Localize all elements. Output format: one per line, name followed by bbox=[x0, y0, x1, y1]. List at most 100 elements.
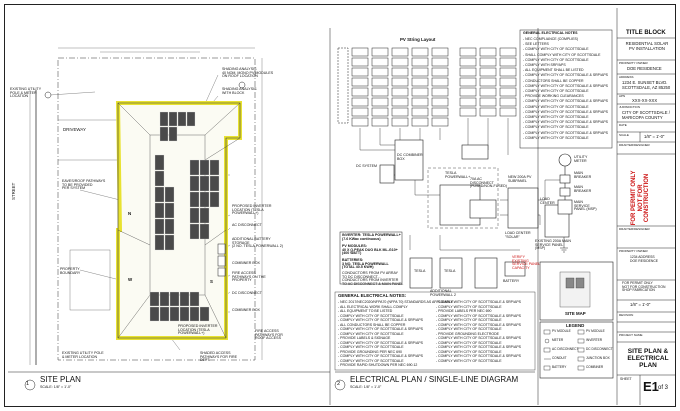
note-line: - COMPLY WITH CITY OF SCOTTSDALE & SRP/A… bbox=[436, 322, 521, 327]
apn-value: XXX-XX-XXX bbox=[632, 98, 658, 103]
main-breaker-label: MAIN BREAKER bbox=[574, 171, 592, 179]
legend-item: INVERTER bbox=[586, 338, 603, 342]
note-line: - PROVIDE RAPID SHUTDOWN PER NEC 690.12 bbox=[338, 363, 418, 367]
shading-analysis-label: SHADING ANALYSIS 40 NOM. MONO PV MODULES… bbox=[222, 67, 274, 79]
date-label: DATE bbox=[619, 123, 627, 127]
pv-string-grid bbox=[337, 47, 517, 127]
note-line: - COMPLY WITH CITY OF SCOTTSDALE & SRP/A… bbox=[338, 327, 423, 331]
site-plan-number: 1 bbox=[26, 381, 30, 387]
general-notes-top-title: GENERAL ELECTRICAL NOTES bbox=[523, 31, 578, 35]
jurisdiction-label: JURISDICTION bbox=[619, 105, 640, 109]
tesla-powerwall-label: TESLA POWERWALL+ bbox=[445, 171, 471, 179]
drafter-label: DRAFTER/DESIGNER bbox=[619, 143, 650, 147]
owner-label: PROPERTY OWNER bbox=[619, 61, 648, 65]
roof-n-label: N bbox=[128, 211, 132, 216]
legend-frame bbox=[539, 321, 614, 379]
owner-label-2: PROPERTY OWNER bbox=[619, 249, 648, 253]
site-plan-title: SITE PLAN bbox=[40, 375, 81, 384]
note-line: - COMPLY WITH CITY OF SCOTTSDALE bbox=[338, 345, 404, 349]
note-line: - COMPLY WITH CITY OF SCOTTSDALE & SRP/A… bbox=[338, 354, 423, 358]
pv-string-layout-title: PV String Layout bbox=[400, 37, 436, 42]
note-line: - COMPLY WITH SRP/APS bbox=[523, 63, 566, 67]
site-plan-scale: SCALE: 1/8" = 1'-0" bbox=[40, 385, 72, 389]
legend-item: PV MODULE bbox=[552, 329, 571, 333]
proposed-inverter-label: PROPOSED INVERTER LOCATION (TESLA POWERW… bbox=[232, 204, 272, 216]
sheet-frame bbox=[4, 4, 676, 407]
shaded-access-label: SHADED ACCESS PATHWAYS FOR FIRE DEPT. bbox=[200, 351, 238, 363]
north-arrow-icon bbox=[24, 379, 36, 391]
pv-modules-spec: PV MODULES: 40 X Q.PEAK DUO BLK ML-G10+ … bbox=[342, 244, 398, 256]
note-line: - COMPLY WITH CITY OF SCOTTSDALE & SRP/A… bbox=[436, 300, 521, 304]
note-line: - COMPLY WITH CITY OF SCOTTSDALE & SRP/A… bbox=[338, 318, 423, 322]
drafter-label-2: DRAFTER/DESIGNER bbox=[619, 227, 650, 231]
permit-stamp: FOR PERMIT ONLY NOT FOR CONSTRUCTION bbox=[631, 170, 651, 226]
existing-meter-label: EXISTING UTILITY POLE & METER LOCATION bbox=[62, 351, 104, 359]
pv-module-array bbox=[149, 111, 220, 322]
title-block-heading: TITLE BLOCK bbox=[626, 30, 666, 36]
inverter-spec: INVERTER: TESLA POWERWALL+ (7.6 KWac con… bbox=[342, 233, 401, 241]
combiner-box-2-label: COMBINER BOX bbox=[232, 308, 260, 312]
legend-title: LEGEND bbox=[566, 323, 585, 328]
note-line: - COMPLY WITH CITY OF SCOTTSDALE bbox=[338, 313, 404, 318]
note-line: - COMPLY WITH CITY OF SCOTTSDALE bbox=[436, 358, 502, 363]
legend-item: METER bbox=[552, 338, 564, 342]
additional-battery-label: ADDITIONAL BATTERY STORAGE (2 NO. TESLA … bbox=[232, 237, 283, 249]
existing-utility-label: EXISTING UTILITY POLE & METER LOCATION bbox=[10, 87, 42, 99]
note-line: - ALL EQUIPMENT TO BE LISTED bbox=[338, 309, 393, 313]
subpanel-symbol bbox=[507, 187, 539, 229]
battery-label: BATTERY bbox=[503, 279, 520, 283]
revision-label: REVISION bbox=[619, 313, 634, 317]
note-line: - COMPLY WITH CITY OF SCOTTSDALE & SRP/A… bbox=[523, 83, 608, 88]
note-line: - ALL EQUIPMENT SHALL BE LISTED bbox=[523, 68, 584, 73]
meter-diagram bbox=[557, 153, 573, 215]
note-line: - COMPLY WITH CITY OF SCOTTSDALE & SRP/A… bbox=[523, 120, 608, 125]
new-subpanel-label: NEW 200A PV SUBPANEL bbox=[508, 175, 532, 183]
ac-disconnect-symbol bbox=[469, 199, 497, 219]
note-line: - COMPLY WITH CITY OF SCOTTSDALE & SRP/A… bbox=[523, 130, 608, 135]
ac-disconnect-sld-label: 70A AC DISCONNECT (FUSED/NON-FUSED) bbox=[470, 177, 507, 189]
owner-value-2: 1234 ADDRESS DOE RESIDENCE bbox=[630, 255, 659, 263]
sheet-number: E1 bbox=[643, 379, 659, 394]
utility-meter-label: UTILITY METER bbox=[574, 155, 588, 163]
roof-s-label: S bbox=[210, 279, 213, 284]
note-line: - SHALL COMPLY WITH CITY OF SCOTTSDALE bbox=[523, 52, 601, 57]
note-line: - PROVIDE WORKING CLEARANCES bbox=[523, 94, 584, 99]
note-line: - COMPLY WITH CITY OF SCOTTSDALE & SRP/A… bbox=[436, 345, 521, 349]
note-line: - COMPLY WITH CITY OF SCOTTSDALE & SRP/A… bbox=[523, 99, 608, 104]
note-line: - COMPLY WITH CITY OF SCOTTSDALE bbox=[523, 115, 589, 119]
legend-item: PV MODULE bbox=[586, 329, 605, 333]
address-label: ADDRESS bbox=[619, 75, 634, 79]
combiner-box-label: COMBINER BOX bbox=[232, 261, 260, 265]
conductor-notes: CONDUCTORS FROM PV ARRAY TO DC DISCONNEC… bbox=[342, 271, 404, 286]
note-line: - PROVIDE LABELS & SIGNAGE bbox=[338, 336, 391, 340]
note-line: - COMPLY WITH CITY OF SCOTTSDALE bbox=[338, 358, 404, 363]
note-line: - COMPLY WITH CITY OF SCOTTSDALE & SRP/A… bbox=[523, 73, 608, 78]
legend-item: JUNCTION BOX bbox=[586, 356, 610, 360]
tesla-label-1: TESLA bbox=[414, 269, 426, 273]
note-line: - NEC 2017/NEC2020/NFPA70 (NFPA 70) STAN… bbox=[338, 300, 454, 304]
permit-note: FOR PERMIT ONLY NOT FOR CONSTRUCTION SHO… bbox=[622, 281, 666, 293]
note-line: - ALL ELECTRICAL WORK SHALL COMPLY bbox=[338, 304, 408, 309]
sheet-label: SHEET bbox=[620, 377, 632, 381]
tesla-label-2: TESLA bbox=[444, 269, 456, 273]
note-line: - COMPLY WITH CITY OF SCOTTSDALE & SRP/A… bbox=[436, 313, 521, 318]
sheet-title: SITE PLAN & ELECTRICAL PLAN bbox=[627, 348, 669, 370]
north-arrow-icon-2 bbox=[334, 379, 346, 391]
general-notes-title: GENERAL ELECTRICAL NOTES: bbox=[338, 293, 407, 298]
main-service-label: MAIN SERVICE PANEL (MSP) bbox=[574, 200, 597, 212]
roof-w-label: W bbox=[128, 277, 133, 282]
dc-system-label: DC SYSTEM bbox=[356, 164, 377, 168]
verify-note-label: VERIFY EXISTING SERVICE PANEL CAPACITY bbox=[512, 255, 541, 270]
legend-item: CONDUIT bbox=[552, 356, 567, 360]
note-line: - NEC COMPLIANCE (COMPLIES) bbox=[523, 37, 579, 41]
shading-analysis-2-label: SHADING ANALYSIS WITH BLOCK bbox=[222, 87, 257, 95]
note-line: - COMPLY WITH CITY OF SCOTTSDALE & SRP/A… bbox=[523, 109, 608, 114]
note-line: - COMPLY WITH CITY OF SCOTTSDALE & SRP/A… bbox=[436, 336, 521, 340]
note-line: - ALL CONDUCTORS SHALL BE COPPER bbox=[338, 322, 406, 327]
additional-pw-label: ADDITIONAL POWERWALL 2 bbox=[430, 289, 457, 297]
note-line: - COMPLY WITH CITY OF SCOTTSDALE bbox=[338, 331, 404, 336]
driveway-label: DRIVEWAY bbox=[63, 127, 86, 132]
project-label: PROJECT NAME bbox=[619, 333, 643, 337]
